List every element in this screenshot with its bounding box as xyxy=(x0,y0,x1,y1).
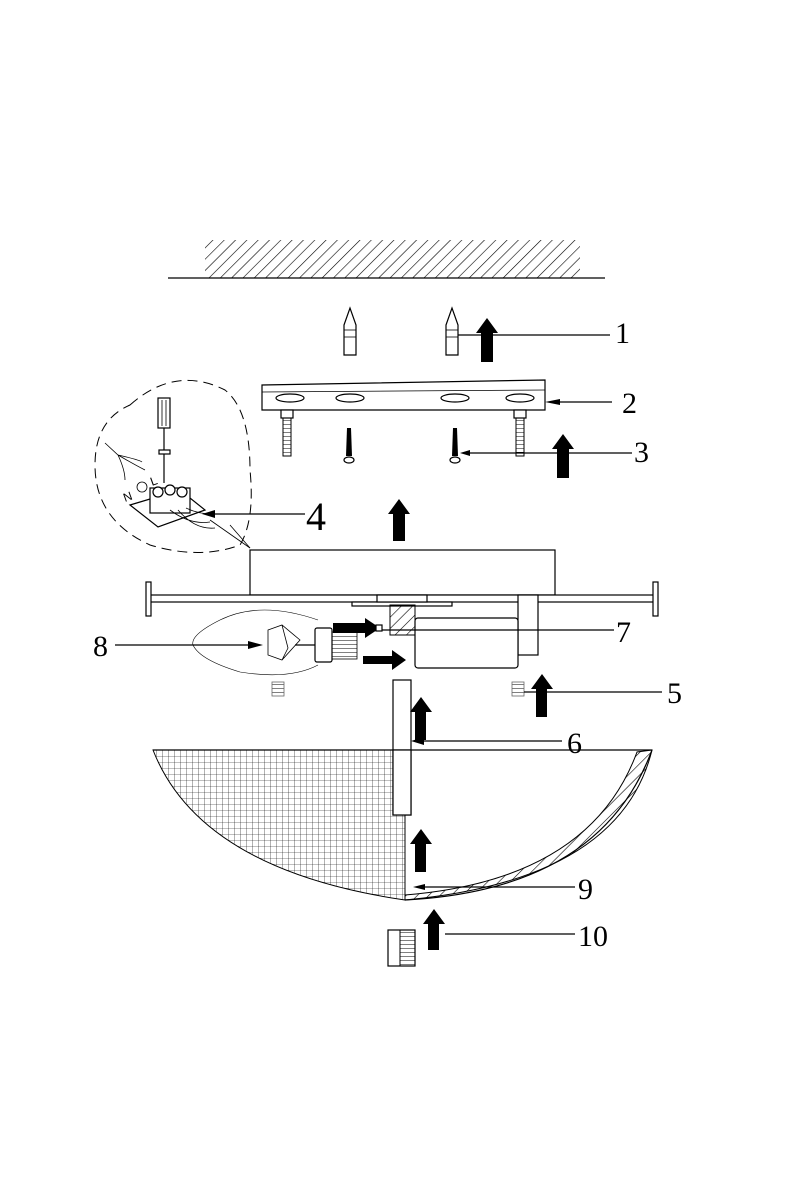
callout-5: 5 xyxy=(667,677,682,710)
arrow-up-icon xyxy=(410,697,432,740)
callout-4: 4 xyxy=(306,494,326,539)
arrow-up-icon xyxy=(476,318,498,362)
screws xyxy=(343,428,461,464)
neutral-mark: N xyxy=(121,489,134,505)
bracket-bolts xyxy=(280,409,527,457)
earth-icon xyxy=(136,481,148,493)
callout-6: 6 xyxy=(567,727,582,760)
callout-8: 8 xyxy=(93,630,108,663)
cap-nut-left xyxy=(271,681,285,697)
callout-9: 9 xyxy=(578,873,593,906)
arrow-up-icon xyxy=(552,434,574,478)
wiring-detail-callout: N L xyxy=(94,379,252,553)
cap-nut-right xyxy=(511,681,525,697)
glass-shade xyxy=(152,749,653,901)
mounting-bracket xyxy=(261,379,546,411)
finial-nut xyxy=(387,929,416,967)
ceiling xyxy=(168,240,605,279)
arrow-right-icon xyxy=(363,650,406,670)
callout-10: 10 xyxy=(578,920,608,953)
arrow-up-icon xyxy=(410,829,432,872)
arrow-up-icon xyxy=(388,499,410,541)
arrow-up-icon xyxy=(423,909,445,950)
candle-bulb xyxy=(192,609,358,676)
callout-3: 3 xyxy=(634,436,649,469)
callout-1: 1 xyxy=(615,317,630,350)
live-mark: L xyxy=(148,473,159,489)
callout-7: 7 xyxy=(616,616,631,649)
wall-plug-left xyxy=(343,306,357,356)
callout-2: 2 xyxy=(622,387,637,420)
lamp-base xyxy=(145,549,659,669)
arrow-up-icon xyxy=(531,674,553,717)
wall-plug-right xyxy=(445,306,459,356)
